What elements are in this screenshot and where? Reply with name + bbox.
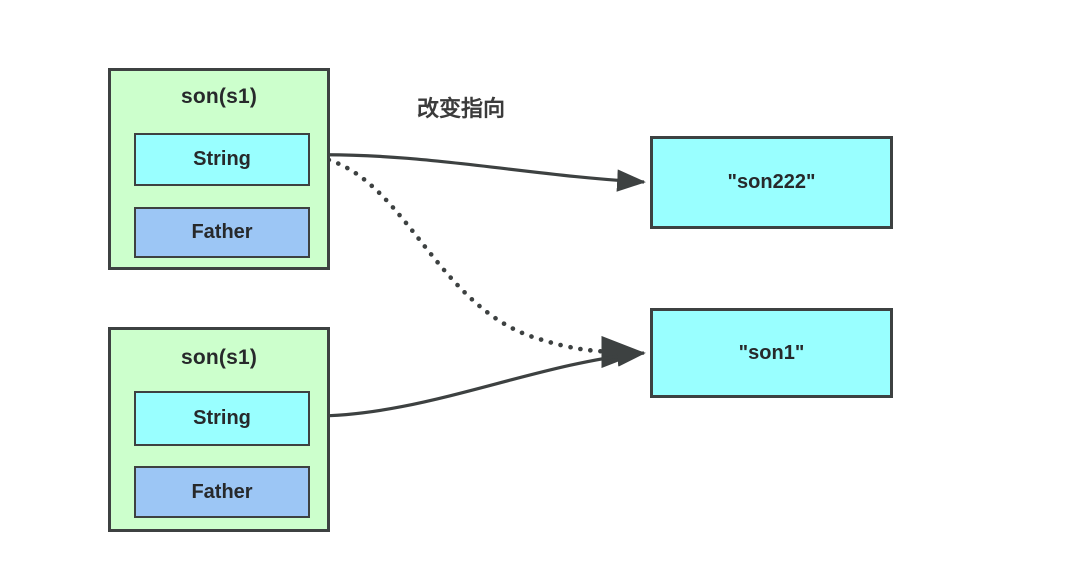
field-string-bottom-label: String (193, 407, 251, 429)
field-string-bottom[interactable]: String (134, 391, 310, 446)
edge-top-string-to-son222 (306, 153, 646, 192)
field-father-bottom[interactable]: Father (134, 466, 310, 518)
value-box-son1[interactable]: "son1" (650, 308, 893, 398)
value-box-son222[interactable]: "son222" (650, 136, 893, 229)
object-box-top[interactable]: son(s1) String Father (108, 68, 330, 270)
edge-top-string-to-son1 (306, 153, 643, 369)
value-box-son1-label: "son1" (738, 341, 805, 364)
field-father-top-label: Father (191, 221, 253, 243)
field-father-bottom-label: Father (191, 480, 253, 503)
field-father-top[interactable]: Father (134, 207, 310, 258)
field-string-top-label: String (193, 148, 251, 170)
edge-bottom-string-to-son1 (306, 344, 646, 418)
object-title-bottom: son(s1) (180, 346, 258, 369)
field-string-top[interactable]: String (134, 133, 310, 186)
object-title-top: son(s1) (180, 85, 258, 108)
annotation-change-reference: 改变指向 (417, 96, 506, 121)
object-box-bottom[interactable]: son(s1) String Father (108, 327, 330, 532)
value-box-son222-label: "son222" (727, 171, 816, 193)
